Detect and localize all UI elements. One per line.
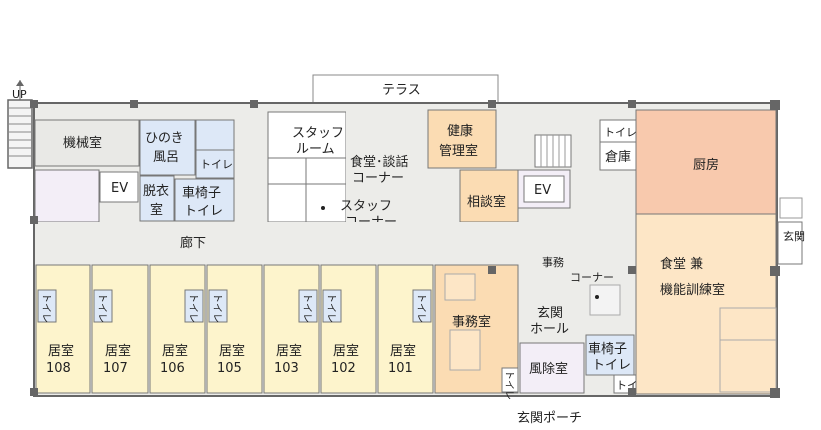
room-106 xyxy=(149,264,206,394)
stairs-up xyxy=(7,80,33,169)
ev-left-label: EV xyxy=(111,181,128,196)
room-number: 107 xyxy=(103,361,128,376)
kitchen xyxy=(635,109,777,215)
entrance-porch-label: 玄関ポーチ xyxy=(517,411,582,426)
stairs-up-label: UP xyxy=(12,88,27,101)
room-toilet-label: トイレ xyxy=(415,293,426,323)
ev-center xyxy=(523,175,565,203)
terrace-label: テラス xyxy=(382,83,421,98)
residential-rooms: トイレ トイレ トイレ トイレ トイレ トイレ トイレ 居室 108 居室 10… xyxy=(35,264,434,394)
windbreak-label: 風除室 xyxy=(529,361,568,377)
hinoki-bath-label-1: ひのき xyxy=(145,131,184,146)
room-toilet-label: トイレ xyxy=(96,293,107,323)
dining-talk-label-2: コーナー xyxy=(352,171,404,186)
room-107 xyxy=(91,264,149,394)
entrance-hall-label-2: ホール xyxy=(530,322,569,337)
dressing-room xyxy=(139,175,175,222)
office-corner-label-1: 事務 xyxy=(542,255,564,269)
room-number: 108 xyxy=(46,361,71,376)
dining-rehab-label-2: 機能訓練室 xyxy=(660,282,725,298)
room-toilet-label: トイレ xyxy=(211,293,222,323)
side-entrance xyxy=(777,221,803,265)
health-room-label-2: 管理室 xyxy=(439,143,478,159)
side-entrance-label-1: 玄関 xyxy=(783,229,805,243)
corridor-label: 廊下 xyxy=(180,235,206,251)
bath-toilet-label: トイレ xyxy=(200,158,233,171)
bath-toilet xyxy=(195,149,235,179)
room-103 xyxy=(263,264,320,394)
staff-room-label-1: スタッフ xyxy=(292,126,344,141)
corridor xyxy=(35,222,635,262)
ev-left xyxy=(99,171,139,203)
windbreak-room xyxy=(519,342,585,394)
room-number: 105 xyxy=(217,361,242,376)
room-102 xyxy=(320,264,377,394)
stairs-center xyxy=(534,134,572,168)
staff-room-label-2: ルーム xyxy=(296,142,335,157)
dining-talk-corner xyxy=(346,104,428,222)
room-toilet-label: トイレ xyxy=(301,293,312,323)
wheelchair-toilet-1-label-2: トイレ xyxy=(184,204,223,219)
office-corner-label-2: コーナー xyxy=(570,271,614,284)
office-label: 事務室 xyxy=(452,314,491,330)
dressing-room-label-2: 室 xyxy=(150,202,163,218)
ev-center-label: EV xyxy=(534,183,551,198)
room-word: 居室 xyxy=(390,343,416,359)
entrance-hall-label-1: 玄関 xyxy=(537,306,563,321)
top-toilet-label: トイレ xyxy=(604,126,637,139)
room-toilet-label: トイレ xyxy=(187,293,198,323)
office-toilet xyxy=(501,367,519,393)
room-word: 居室 xyxy=(105,343,131,359)
room-number: 106 xyxy=(160,361,185,376)
room-108 xyxy=(35,264,91,394)
wheelchair-toilet-2 xyxy=(585,334,635,376)
office-toilet-label: トイレ xyxy=(503,370,514,400)
room-toilet-label: トイレ xyxy=(325,293,336,323)
wheelchair-toilet-2-label-1: 車椅子 xyxy=(588,342,627,357)
storage-room xyxy=(599,141,637,171)
room-number: 103 xyxy=(274,361,299,376)
consult-room-label: 相談室 xyxy=(467,194,506,210)
machine-room xyxy=(34,119,140,167)
room-number: 101 xyxy=(388,361,413,376)
staff-corner-label-1: スタッフ xyxy=(340,199,392,214)
room-number: 102 xyxy=(331,361,356,376)
dressing-room-label-1: 脱衣 xyxy=(143,183,169,199)
health-room xyxy=(427,109,497,169)
ev-area-left xyxy=(34,169,100,223)
wheelchair-toilet-1-label-1: 車椅子 xyxy=(182,186,221,201)
dining-rehab-label-1: 食堂 兼 xyxy=(660,256,703,272)
health-room-label-1: 健康 xyxy=(447,123,473,139)
hinoki-bath-label-2: 風呂 xyxy=(153,150,179,165)
room-word: 居室 xyxy=(276,343,302,359)
staff-room xyxy=(267,111,347,223)
room-word: 居室 xyxy=(333,343,359,359)
room-101 xyxy=(377,264,434,394)
room-word: 居室 xyxy=(162,343,188,359)
storage-room-label: 倉庫 xyxy=(605,150,631,165)
wheelchair-toilet-2-label-2: トイレ xyxy=(592,358,631,373)
consult-room xyxy=(459,169,519,223)
staff-corner-marker xyxy=(321,206,325,210)
machine-room-label: 機械室 xyxy=(63,135,102,151)
bath-washroom xyxy=(195,119,235,151)
dining-talk-label-1: 食堂･談話 xyxy=(350,154,409,170)
room-105 xyxy=(206,264,263,394)
hinoki-bath xyxy=(139,119,196,176)
kitchen-label: 厨房 xyxy=(693,157,719,173)
room-word: 居室 xyxy=(219,343,245,359)
wheelchair-toilet-1 xyxy=(174,178,235,222)
room-toilet-label: トイレ xyxy=(40,293,51,323)
room-word: 居室 xyxy=(48,343,74,359)
